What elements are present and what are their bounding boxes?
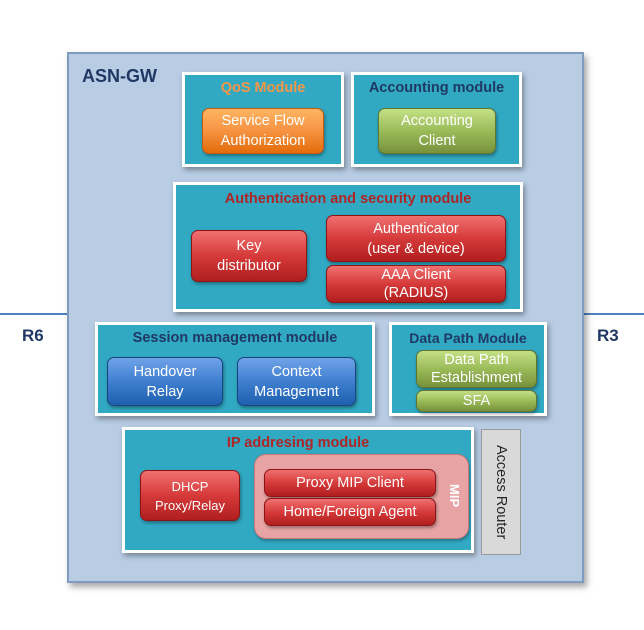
context-line1: Context (271, 363, 322, 380)
sfa-block: SFA (416, 390, 537, 412)
service-flow-line2: Authorization (220, 133, 306, 149)
sfa-label: SFA (462, 393, 491, 409)
aaa-client-block: AAA Client (RADIUS) (326, 265, 506, 303)
access-router-block: Access Router (481, 429, 521, 555)
proxy-mip-label: Proxy MIP Client (296, 475, 404, 491)
key-distributor-line1: Key (236, 238, 262, 254)
session-module-title: Session management module (132, 330, 338, 346)
accounting-client-line1: Accounting (401, 113, 473, 129)
r6-label: R6 (22, 326, 44, 345)
home-foreign-label: Home/Foreign Agent (283, 504, 417, 520)
datapath-module-title: Data Path Module (409, 330, 527, 346)
handover-line1: Handover (133, 363, 197, 380)
asn-gw-title: ASN-GW (82, 66, 157, 86)
dhcp-line1: DHCP (171, 478, 209, 494)
access-router-label: Access Router (493, 444, 509, 540)
r6-interface-line (0, 313, 70, 315)
service-flow-authorization-block: Service Flow Authorization (202, 108, 324, 154)
accounting-module-title: Accounting module (368, 80, 505, 96)
dhcp-line2: Proxy/Relay (154, 497, 226, 513)
mip-label: MIP (447, 484, 462, 508)
r3-label: R3 (597, 326, 619, 345)
dhcp-proxy-relay-block: DHCP Proxy/Relay (140, 470, 240, 521)
proxy-mip-client-block: Proxy MIP Client (264, 469, 436, 497)
establishment-line1: Data Path (444, 352, 509, 368)
key-distributor-block: Key distributor (191, 230, 307, 282)
ip-module-title: IP addresing module (226, 435, 370, 451)
establishment-line2: Establishment (430, 370, 523, 386)
key-distributor-line2: distributor (217, 258, 281, 274)
authenticator-line1: Authenticator (373, 220, 459, 237)
authenticator-line2: (user & device) (367, 240, 465, 257)
qos-module-title: QoS Module (220, 80, 306, 96)
aaa-client-line1: AAA Client (381, 267, 451, 283)
authenticator-block: Authenticator (user & device) (326, 215, 506, 262)
handover-line2: Relay (146, 383, 184, 400)
service-flow-line1: Service Flow (221, 113, 305, 129)
data-path-establishment-block: Data Path Establishment (416, 350, 537, 388)
r3-interface-line (582, 313, 644, 315)
handover-relay-block: Handover Relay (107, 357, 223, 406)
home-foreign-agent-block: Home/Foreign Agent (264, 498, 436, 526)
aaa-client-line2: (RADIUS) (383, 285, 449, 301)
accounting-client-block: Accounting Client (378, 108, 496, 154)
context-line2: Management (254, 383, 339, 400)
accounting-client-line2: Client (418, 133, 456, 149)
auth-module-title: Authentication and security module (224, 191, 472, 207)
context-management-block: Context Management (237, 357, 356, 406)
